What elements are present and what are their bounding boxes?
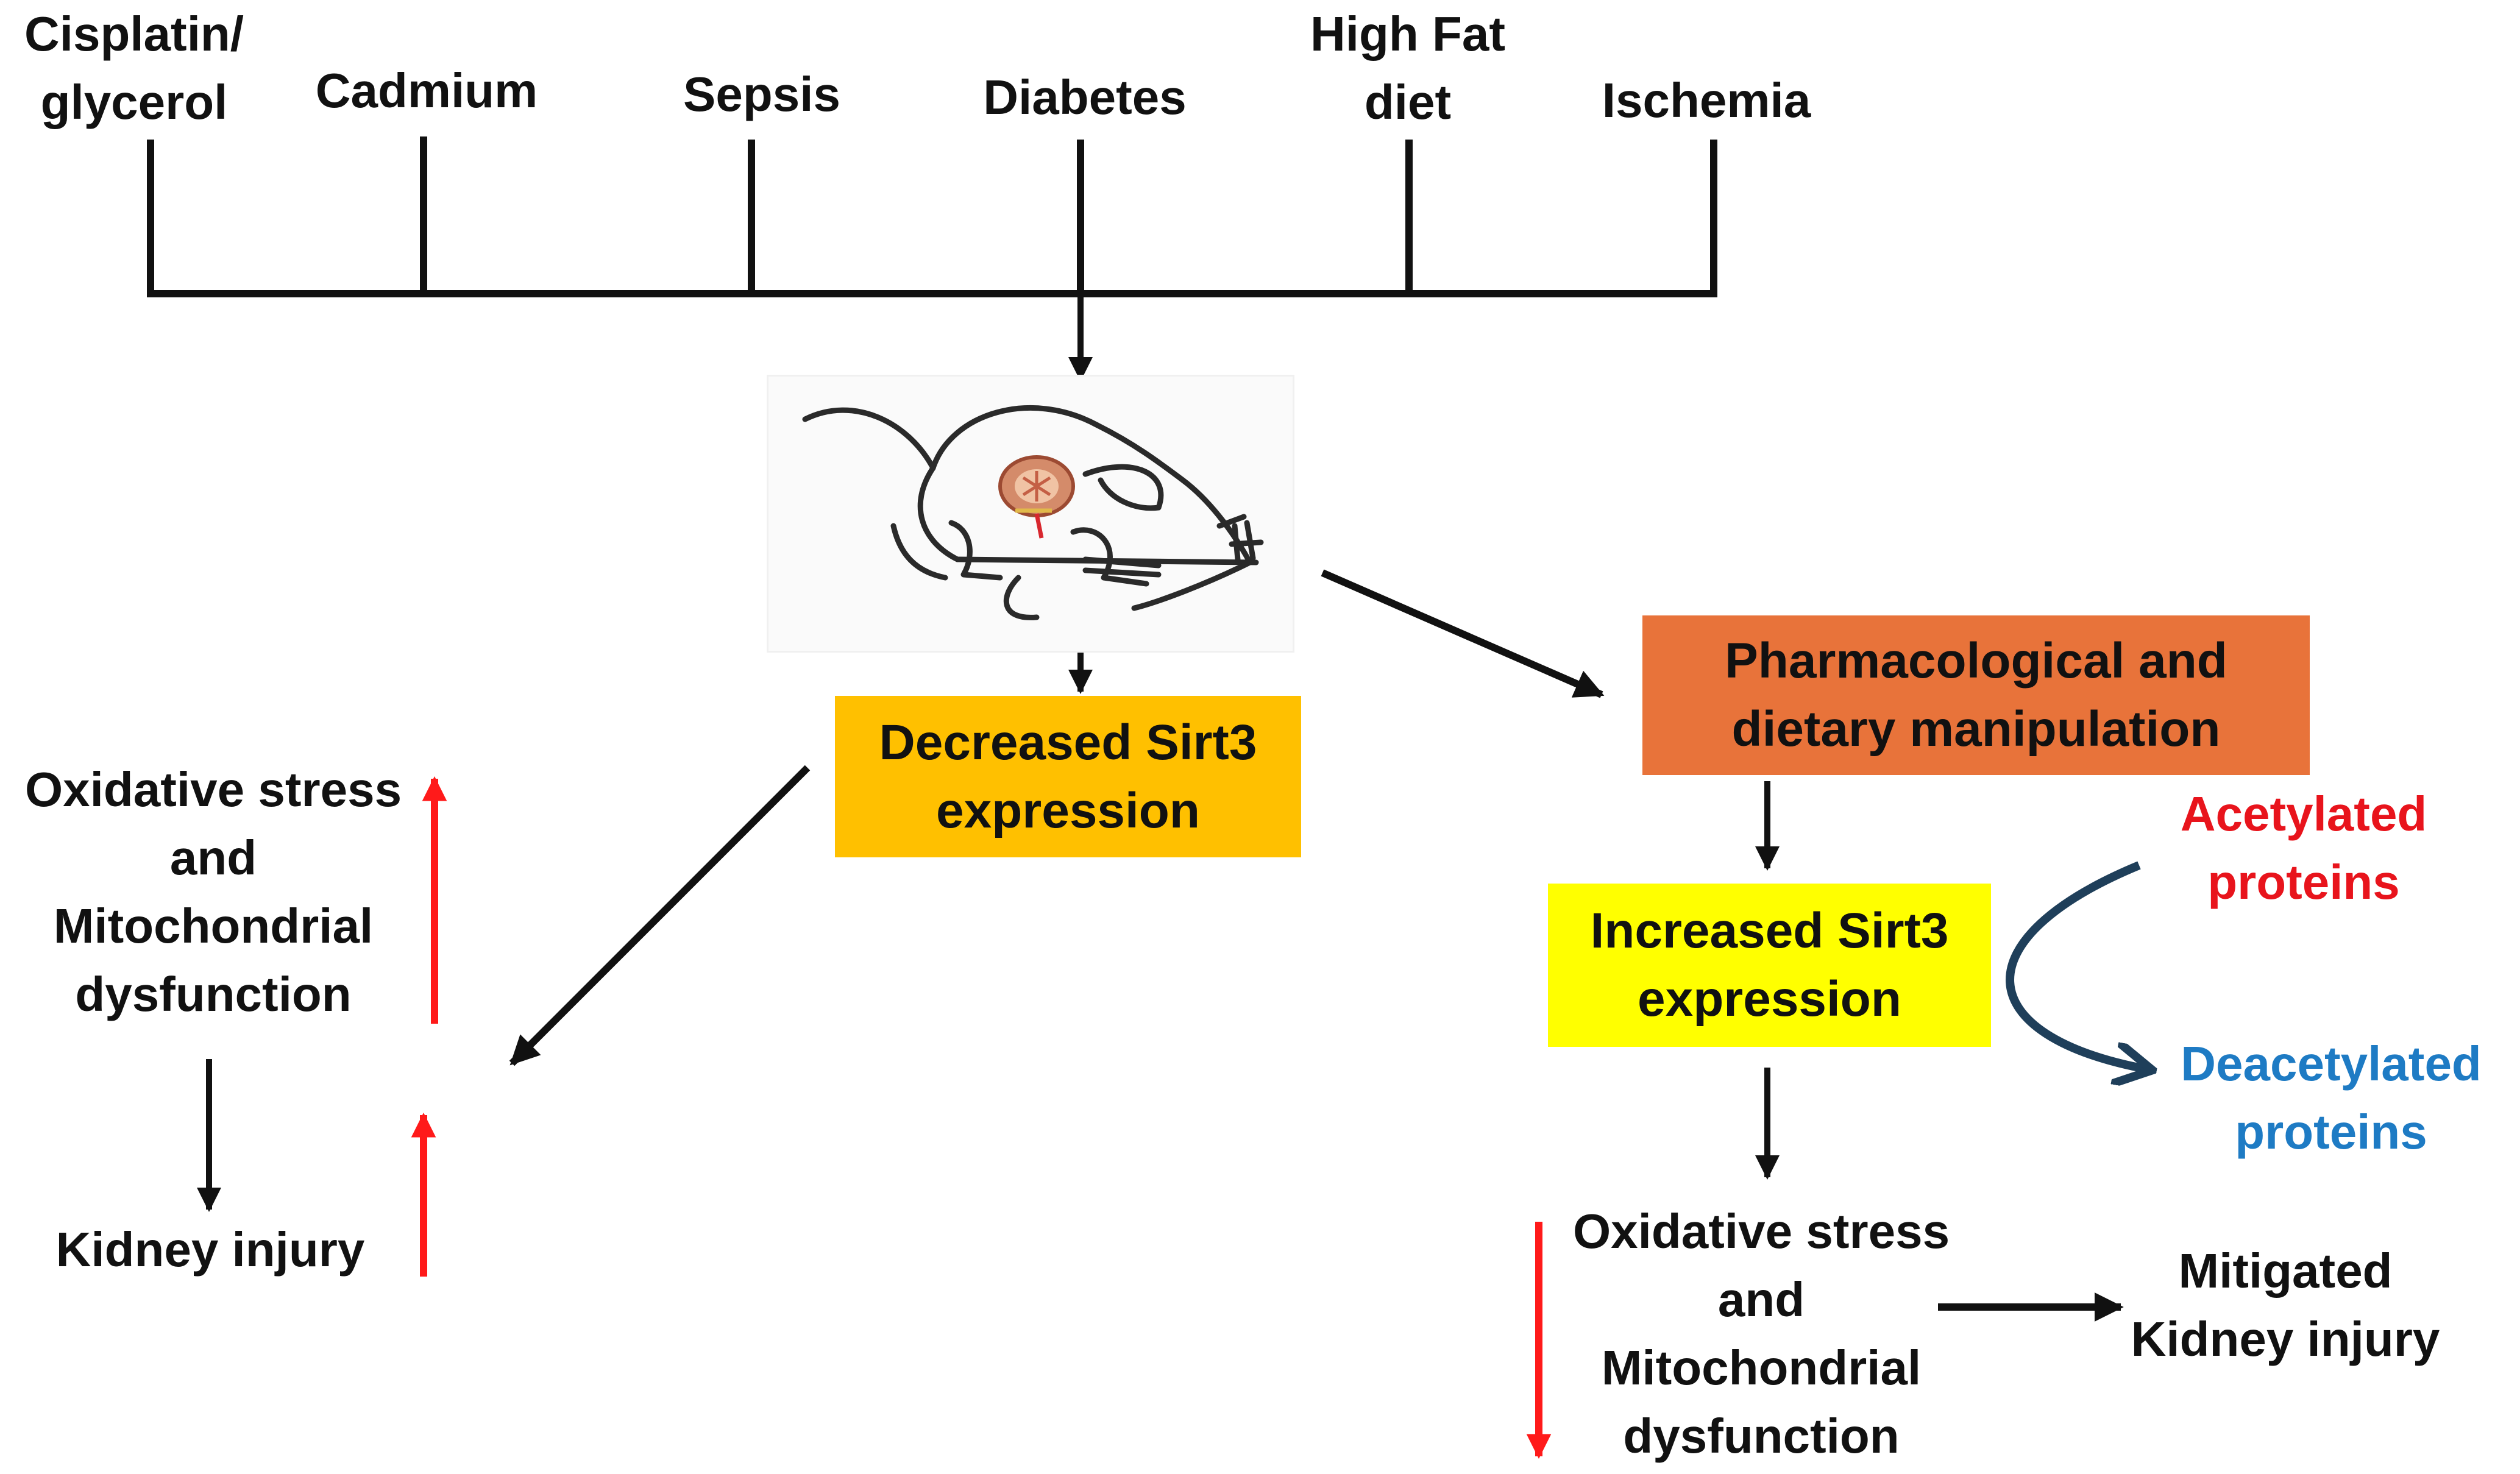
kidney-icon [998,455,1075,539]
arrow-decreased-to-outcome [509,765,811,1066]
right-oxidative-stress-label: Oxidative stress and Mitochondrial dysfu… [1572,1204,1950,1463]
cause-label-ischemia: Ischemia [1602,73,1811,127]
decreased-sirt3-box: Decreased Sirt3 expression [835,696,1301,857]
pharmacological-manipulation-box: Pharmacological and dietary manipulation [1642,615,2310,775]
increased-sirt3-box: Increased Sirt3 expression [1548,884,1991,1047]
arrow-mouse-to-pharma [1321,569,1605,698]
deacetylated-proteins-label: Deacetylated proteins [2181,1036,2482,1159]
cause-label-diabetes: Diabetes [983,70,1187,124]
mouse-illustration-panel [767,375,1294,653]
deacetylation-curve-arrow [2006,861,2148,1069]
left-kidney-injury-label: Kidney injury [55,1222,365,1277]
cause-label-high-fat-diet: High Fat diet [1310,7,1505,129]
cause-label-sepsis: Sepsis [683,67,840,121]
cause-label-cisplatin: Cisplatin/ glycerol [24,7,244,129]
mouse-icon [802,405,1264,620]
cause-label-cadmium: Cadmium [315,63,538,118]
left-oxidative-stress-label: Oxidative stress and Mitochondrial dysfu… [24,762,402,1021]
acetylated-proteins-label: Acetylated proteins [2180,787,2427,909]
mitigated-kidney-injury-label: Mitigated Kidney injury [2131,1244,2440,1366]
cause-bracket [147,136,1717,297]
